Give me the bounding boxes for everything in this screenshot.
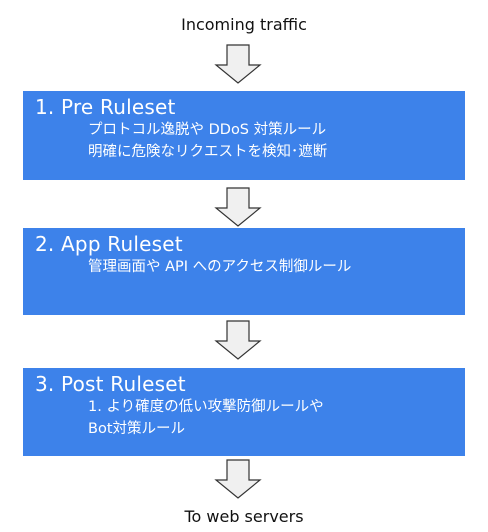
app-ruleset-line-1: 管理画面や API へのアクセス制御ルール xyxy=(88,259,352,275)
pre-ruleset-line-1: プロトコル逸脱や DDoS 対策ルール xyxy=(88,122,327,138)
pre-ruleset-box: 1. Pre Ruleset プロトコル逸脱や DDoS 対策ルール 明確に危険… xyxy=(23,91,465,180)
post-ruleset-box: 3. Post Ruleset 1. より確度の低い攻撃防御ルールや Bot対策… xyxy=(23,368,465,456)
pre-ruleset-title: 1. Pre Ruleset xyxy=(35,95,176,119)
post-ruleset-line-2: Bot対策ルール xyxy=(88,421,186,437)
web-servers-label: To web servers xyxy=(184,507,304,526)
down-arrow-icon xyxy=(214,187,262,227)
down-arrow-icon xyxy=(214,320,262,360)
down-arrow-icon xyxy=(214,459,262,499)
down-arrow-icon xyxy=(214,44,262,84)
post-ruleset-title: 3. Post Ruleset xyxy=(35,372,186,396)
pre-ruleset-line-2: 明確に危険なリクエストを検知･遮断 xyxy=(88,144,328,160)
app-ruleset-title: 2. App Ruleset xyxy=(35,232,183,256)
post-ruleset-line-1: 1. より確度の低い攻撃防御ルールや xyxy=(88,399,324,415)
app-ruleset-box: 2. App Ruleset 管理画面や API へのアクセス制御ルール xyxy=(23,228,465,315)
incoming-traffic-label: Incoming traffic xyxy=(181,15,307,34)
